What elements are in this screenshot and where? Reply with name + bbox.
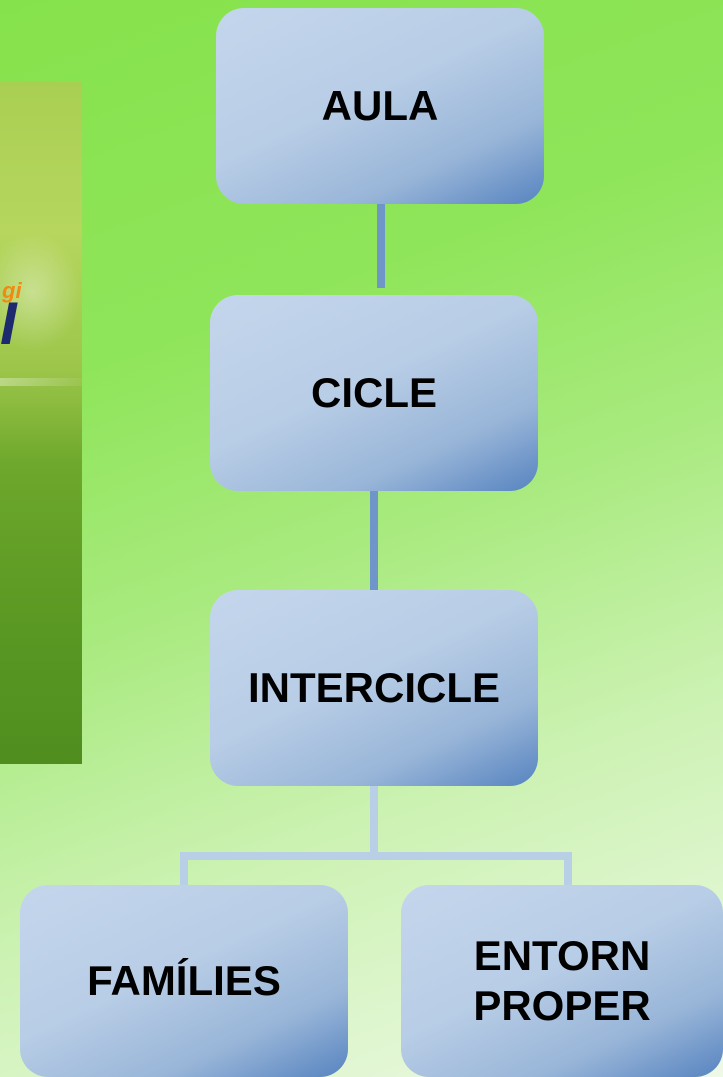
connector-branch-left xyxy=(180,852,188,888)
connector-aula-cicle xyxy=(377,204,385,288)
connector-intercicle-branch xyxy=(370,786,378,858)
photo-overlay-text-large: I xyxy=(0,294,17,354)
node-entorn-proper: ENTORN PROPER xyxy=(401,885,723,1077)
background-photo: gi I xyxy=(0,82,82,764)
node-aula: AULA xyxy=(216,8,544,204)
node-cicle-label: CICLE xyxy=(311,368,437,418)
node-intercicle: INTERCICLE xyxy=(210,590,538,786)
connector-branch-right xyxy=(564,852,572,888)
node-intercicle-label: INTERCICLE xyxy=(248,663,500,713)
node-families-label: FAMÍLIES xyxy=(87,956,281,1006)
connector-branch-horizontal xyxy=(180,852,572,860)
node-cicle: CICLE xyxy=(210,295,538,491)
node-aula-label: AULA xyxy=(322,81,439,131)
connector-cicle-intercicle xyxy=(370,490,378,590)
photo-horizon xyxy=(0,378,82,386)
node-entorn-proper-label: ENTORN PROPER xyxy=(441,931,683,1032)
node-families: FAMÍLIES xyxy=(20,885,348,1077)
